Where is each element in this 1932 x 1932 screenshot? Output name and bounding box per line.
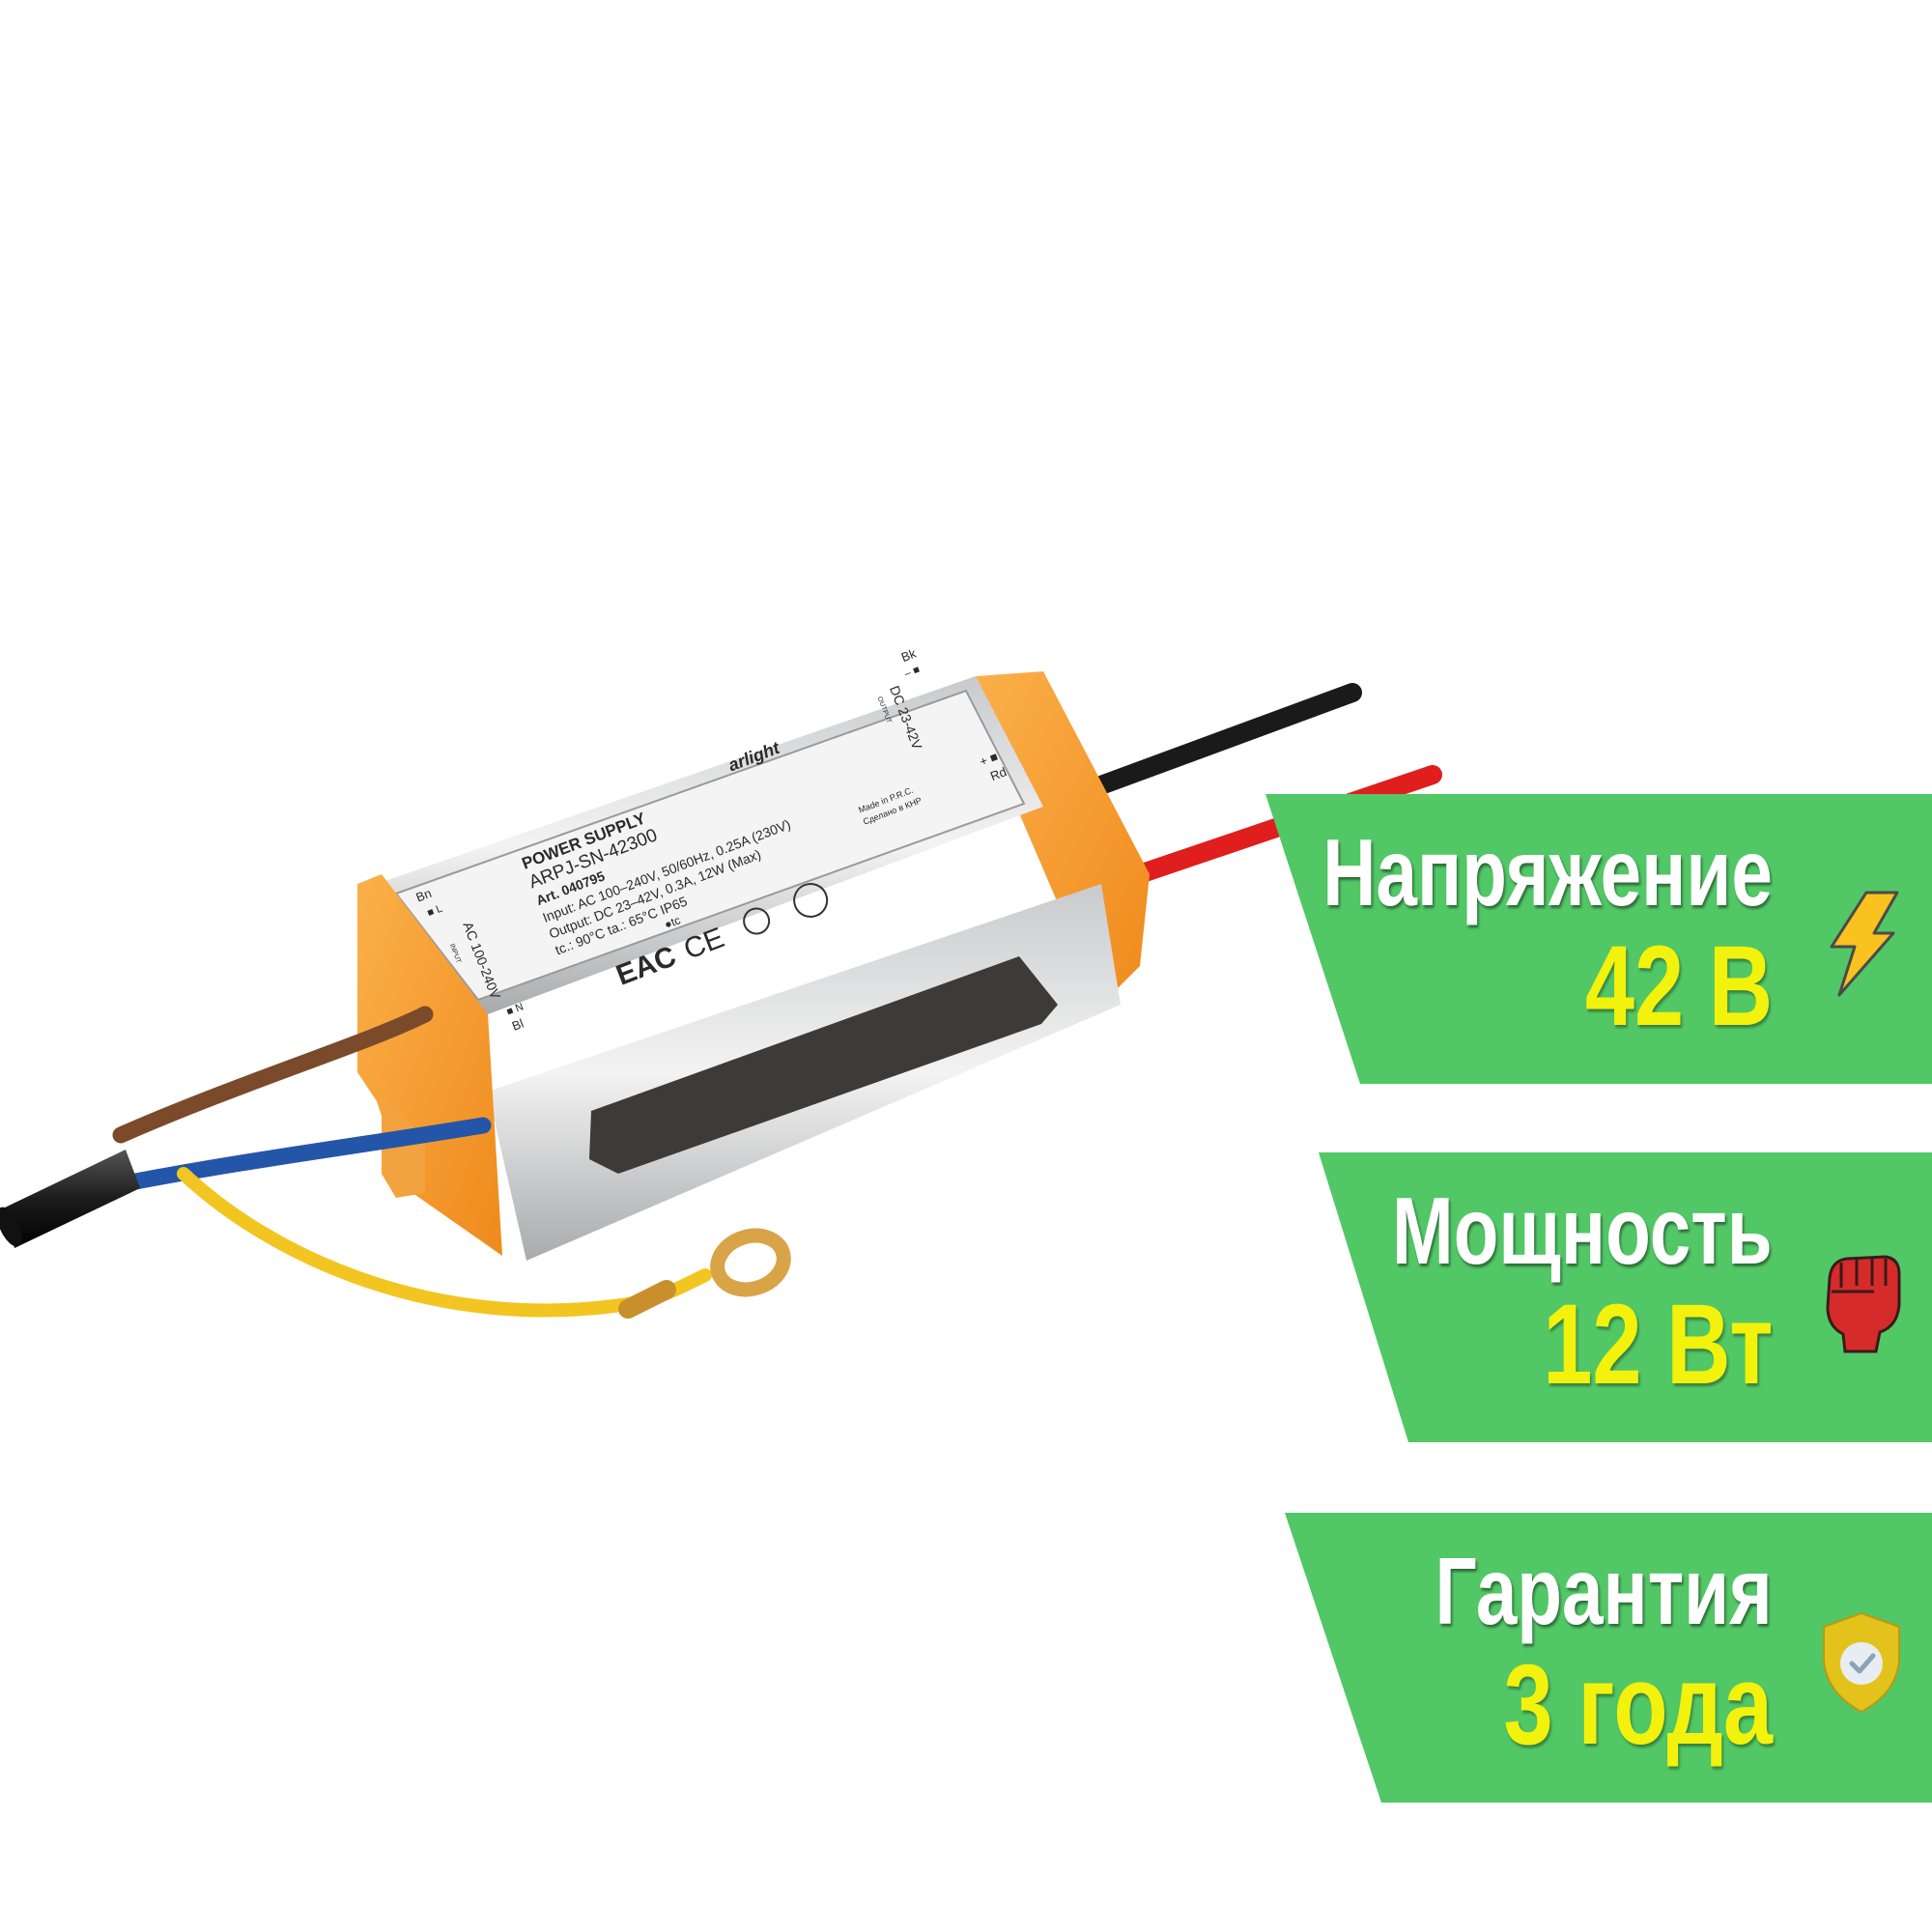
- wire-bl: Bl: [510, 1016, 526, 1034]
- shield-check-icon: [1823, 1611, 1900, 1714]
- badge-voltage: Напряжение 42 В: [1256, 794, 1932, 1084]
- wire-minus: – ■: [903, 664, 922, 680]
- input-cable: [0, 1006, 791, 1319]
- psu-housing: [357, 671, 1150, 1261]
- badge-warranty: Гарантия 3 года: [1256, 1513, 1932, 1803]
- cert-f-icon: [793, 882, 829, 918]
- wire-bn: Bn: [413, 886, 433, 905]
- wire-l: ■ L: [426, 903, 444, 920]
- badge-voltage-value: 42 В: [1584, 923, 1773, 1050]
- badge-power-label: Мощность: [1392, 1178, 1773, 1284]
- ring-terminal: [710, 1228, 791, 1297]
- lightning-icon: [1830, 891, 1899, 997]
- badge-warranty-value: 3 года: [1503, 1641, 1773, 1769]
- badge-voltage-label: Напряжение: [1322, 819, 1773, 925]
- wire-n: ■ N: [505, 1001, 526, 1018]
- wire-bk: Bk: [899, 645, 919, 665]
- badge-warranty-label: Гарантия: [1435, 1538, 1773, 1644]
- wire-plus: + ■: [978, 749, 1000, 769]
- cert-mark-icon: [743, 907, 771, 935]
- badge-power-value: 12 Вт: [1542, 1281, 1773, 1408]
- label-tc: ●tc: [663, 913, 683, 931]
- badge-power: Мощность 12 Вт: [1256, 1152, 1932, 1442]
- fist-icon: [1826, 1255, 1901, 1353]
- wire-rd: Rd: [988, 764, 1009, 783]
